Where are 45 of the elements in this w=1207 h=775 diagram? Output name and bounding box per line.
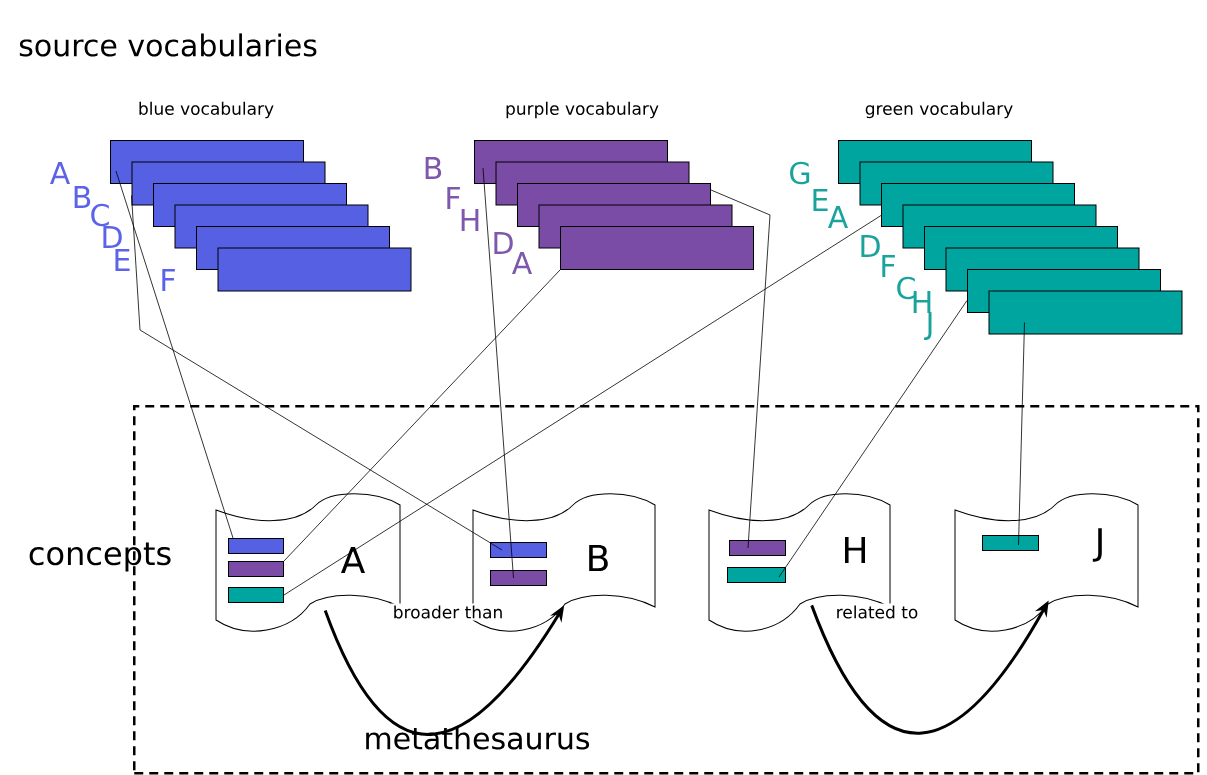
term-letter: A bbox=[828, 206, 849, 228]
term-letter: D bbox=[861, 235, 880, 257]
connector-line bbox=[115, 170, 234, 539]
source-bar bbox=[729, 540, 786, 556]
term-letter: A bbox=[50, 162, 71, 184]
term-letter: B bbox=[425, 157, 442, 179]
term-letter: J bbox=[924, 312, 932, 340]
term-letter: E bbox=[115, 249, 130, 271]
term-letter: G bbox=[790, 161, 810, 185]
source-bar bbox=[228, 538, 284, 554]
term-letter: F bbox=[882, 255, 895, 277]
source-bar bbox=[490, 542, 547, 558]
term-letter: E bbox=[813, 189, 828, 211]
connector-line bbox=[482, 167, 514, 579]
term-bar bbox=[988, 290, 1183, 335]
term-letter: H bbox=[913, 291, 931, 313]
term-letter: A bbox=[512, 252, 533, 274]
source-bar bbox=[727, 567, 786, 583]
edge-label: related to bbox=[833, 603, 921, 621]
connector-line bbox=[283, 215, 882, 596]
term-letter: H bbox=[461, 209, 479, 231]
term-letter: C bbox=[91, 203, 109, 227]
vocabulary-heading: purple vocabulary bbox=[506, 101, 659, 119]
connector-line bbox=[283, 269, 561, 562]
term-bar bbox=[217, 247, 412, 292]
vocabulary-heading: green vocabulary bbox=[865, 101, 1013, 119]
source-bar bbox=[490, 570, 547, 586]
connector-line bbox=[1018, 322, 1025, 546]
title: source vocabularies bbox=[19, 33, 317, 57]
term-bar bbox=[560, 226, 754, 270]
term-letter: B bbox=[74, 186, 91, 208]
connector-line bbox=[778, 300, 968, 578]
concept-document: J bbox=[954, 493, 1139, 632]
connector-line bbox=[131, 195, 503, 551]
edge-label: broader than bbox=[390, 603, 506, 621]
vocabulary-heading: blue vocabulary bbox=[139, 101, 274, 119]
term-letter: F bbox=[447, 187, 460, 209]
term-letter: D bbox=[494, 232, 513, 254]
source-bar bbox=[982, 535, 1039, 551]
term-letter: D bbox=[103, 226, 122, 248]
term-letter: C bbox=[897, 276, 915, 300]
connector-line bbox=[710, 189, 771, 549]
source-bar bbox=[228, 561, 284, 577]
term-letter: F bbox=[162, 269, 175, 291]
source-bar bbox=[228, 587, 284, 603]
